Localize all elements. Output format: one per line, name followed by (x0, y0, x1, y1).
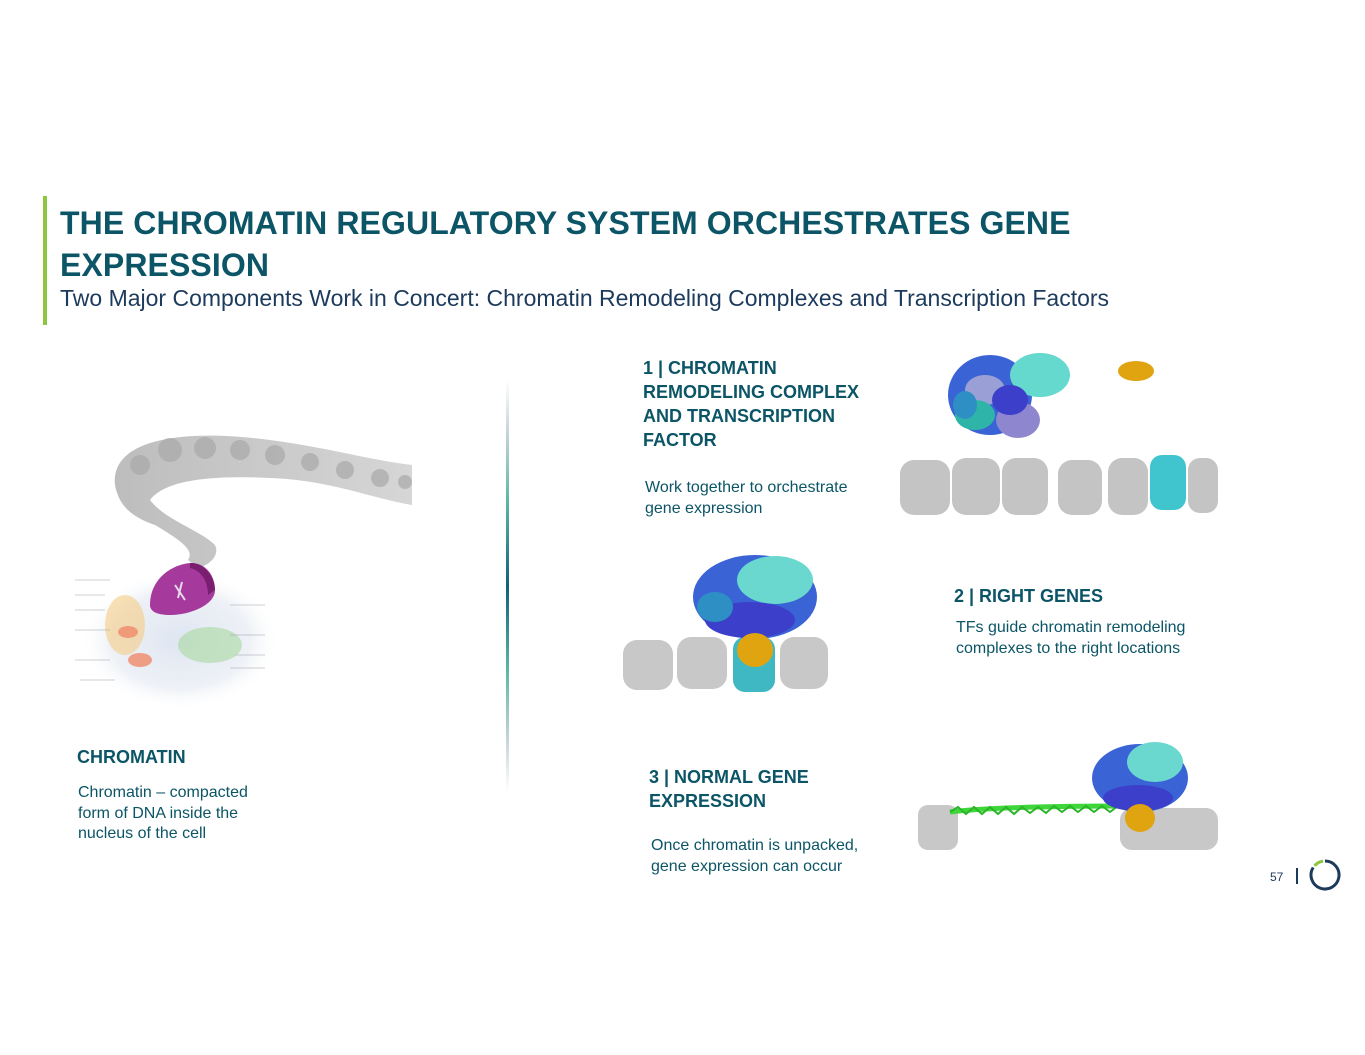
remodeling-complex-and-transcription-factor (900, 353, 1218, 515)
chromatin-cell-illustration (75, 435, 412, 710)
chromatin-heading: CHROMATIN (77, 747, 186, 767)
remodeling-complex (948, 353, 1070, 438)
page-number-separator (1296, 868, 1298, 884)
transcription-factor (737, 633, 773, 667)
nucleosome-array (900, 455, 1218, 515)
title-accent-bar (43, 196, 47, 325)
step-2-description: TFs guide chromatin remodeling complexes… (956, 619, 1186, 657)
remodeling-complex (1092, 742, 1188, 812)
complex-bound-to-nucleosomes (623, 555, 828, 692)
nucleosome-left (918, 805, 958, 850)
page-number: 57 (1270, 870, 1284, 884)
circle-logo-icon (1309, 859, 1341, 891)
chromatin-description: Chromatin – compacted form of DNA inside… (78, 784, 248, 842)
step-1-heading: 1 | CHROMATIN REMODELING COMPLEX AND TRA… (643, 358, 860, 450)
transcription-factor (1125, 804, 1155, 832)
step-1-description: Work together to orchestrate gene expres… (645, 479, 848, 517)
step-2-heading: 2 | RIGHT GENES (954, 586, 1104, 606)
page-title: THE CHROMATIN REGULATORY SYSTEM ORCHESTR… (60, 205, 1071, 283)
vertical-divider (506, 380, 509, 792)
nucleus (150, 562, 215, 615)
page-subtitle: Two Major Components Work in Concert: Ch… (60, 285, 1110, 311)
nucleosomes (623, 637, 828, 690)
dna-green-strand (949, 803, 1121, 816)
step-3-description: Once chromatin is unpacked, gene express… (651, 837, 859, 875)
remodeling-complex (693, 555, 817, 639)
transcription-factor (1118, 361, 1154, 381)
unpacked-dna-strand (918, 742, 1218, 850)
step-3-heading: 3 | NORMAL GENE EXPRESSION (649, 767, 809, 811)
